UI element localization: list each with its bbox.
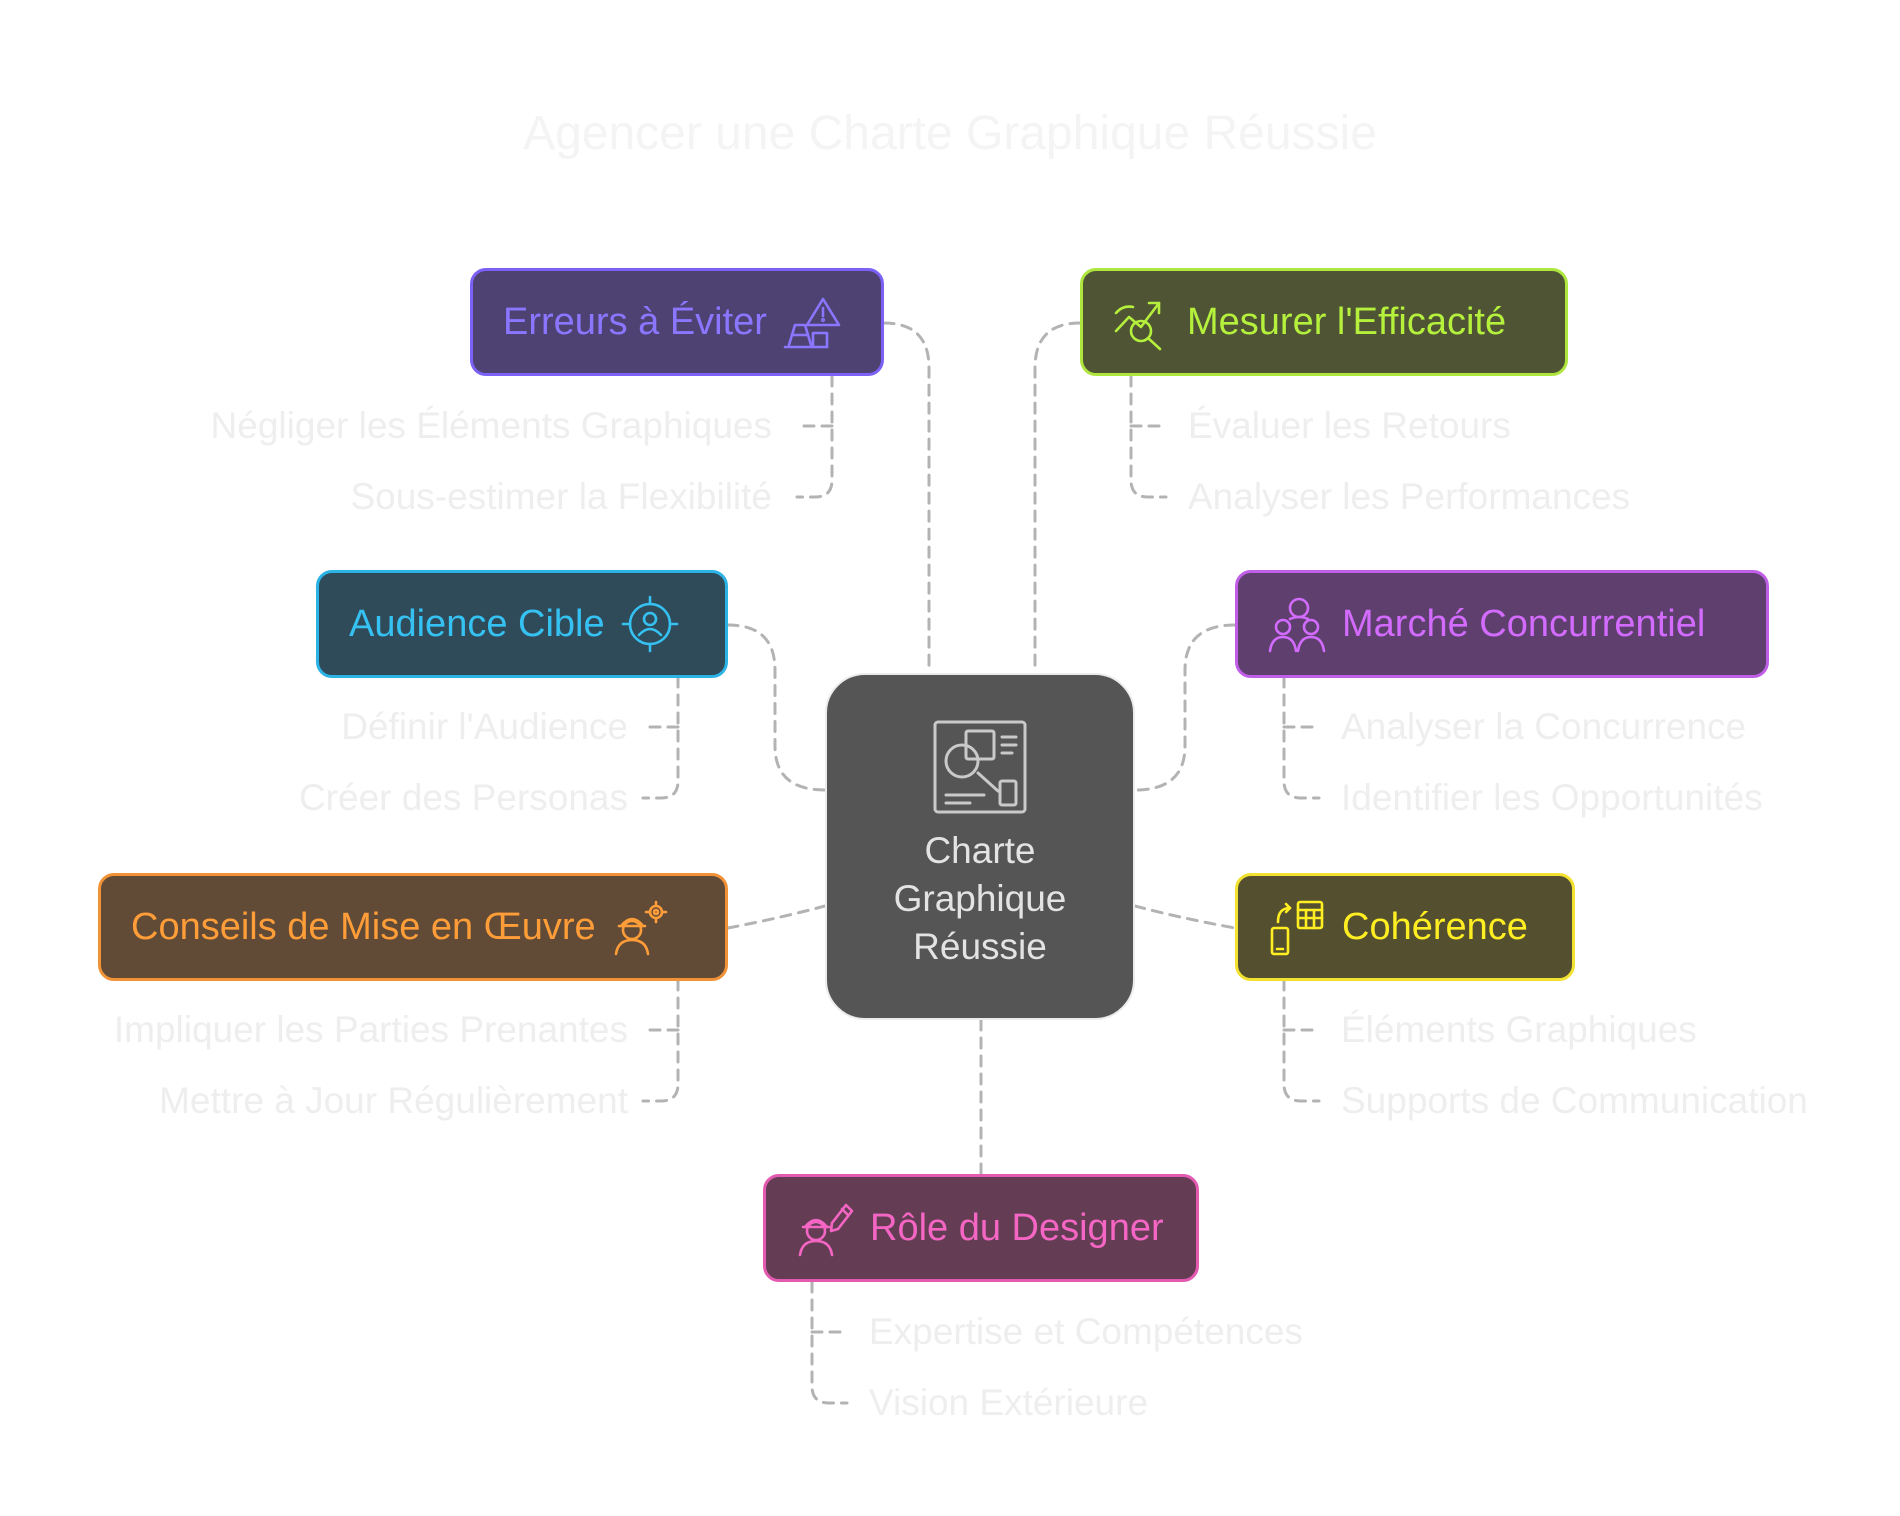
leaf-bracket-mesurer [1129, 374, 1168, 499]
leaf-bracket-coherence [1282, 978, 1321, 1103]
devices-sync-icon [1268, 898, 1326, 956]
center-label-line-2: Graphique [893, 878, 1067, 919]
node-marche: Marché Concurrentiel [1235, 570, 1769, 678]
connector-coherence [1133, 904, 1237, 930]
leaf-conseils-2: Mettre à Jour Régulièrement [159, 1080, 628, 1121]
leaf-marche-2: Identifier les Opportunités [1341, 777, 1763, 818]
leaf-audience-1: Définir l'Audience [341, 706, 628, 747]
leaf-conseils-1: Impliquer les Parties Prenantes [113, 1009, 628, 1050]
node-mesurer-label: Mesurer l'Efficacité [1187, 300, 1507, 343]
connector-audience [726, 623, 827, 792]
leaf-erreurs-1: Négliger les Éléments Graphiques [210, 405, 772, 446]
leaf-mesurer-2: Analyser les Performances [1188, 476, 1631, 517]
warning-cone-icon [783, 293, 841, 351]
leaf-bracket-audience [641, 675, 680, 800]
connector-mesurer [1033, 321, 1082, 675]
connector-erreurs [882, 321, 931, 675]
node-conseils-label: Conseils de Mise en Œuvre [131, 905, 596, 948]
center-label-line-1: Charte [924, 830, 1036, 871]
center-label: Charte Graphique Réussie [894, 827, 1067, 971]
brand-board-icon [932, 719, 1028, 815]
leaf-designer-1: Expertise et Compétences [869, 1311, 1303, 1352]
node-coherence: Cohérence [1235, 873, 1575, 981]
node-marche-label: Marché Concurrentiel [1342, 602, 1706, 645]
leaf-mesurer-1: Évaluer les Retours [1188, 405, 1511, 446]
leaf-marche-1: Analyser la Concurrence [1341, 706, 1747, 747]
worker-gear-icon [612, 898, 670, 956]
node-audience: Audience Cible [316, 570, 728, 678]
node-designer-label: Rôle du Designer [870, 1206, 1164, 1249]
node-coherence-label: Cohérence [1342, 905, 1528, 948]
leaf-bracket-designer [810, 1280, 849, 1405]
connector-conseils [726, 904, 827, 930]
leaf-bracket-conseils [641, 978, 680, 1103]
leaf-coherence-2: Supports de Communication [1341, 1080, 1808, 1121]
leaf-erreurs-2: Sous-estimer la Flexibilité [350, 476, 772, 517]
leaf-bracket-erreurs [795, 374, 834, 499]
center-node: Charte Graphique Réussie [825, 673, 1135, 1020]
center-label-line-3: Réussie [913, 926, 1047, 967]
node-audience-label: Audience Cible [349, 602, 605, 645]
diagram-title: Agencer une Charte Graphique Réussie [523, 107, 1377, 160]
connector-marche [1133, 623, 1237, 792]
node-erreurs-label: Erreurs à Éviter [503, 300, 767, 343]
designer-pencil-icon [796, 1199, 854, 1257]
node-designer: Rôle du Designer [763, 1174, 1199, 1282]
leaf-bracket-marche [1282, 675, 1321, 800]
leaf-audience-2: Créer des Personas [298, 777, 628, 818]
node-erreurs: Erreurs à Éviter [470, 268, 884, 376]
leaf-designer-2: Vision Extérieure [869, 1382, 1149, 1423]
target-user-icon [621, 595, 679, 653]
chart-search-icon [1113, 293, 1171, 351]
node-mesurer: Mesurer l'Efficacité [1080, 268, 1568, 376]
node-conseils: Conseils de Mise en Œuvre [98, 873, 728, 981]
leaf-coherence-1: Éléments Graphiques [1341, 1009, 1697, 1050]
competitors-icon [1268, 595, 1326, 653]
